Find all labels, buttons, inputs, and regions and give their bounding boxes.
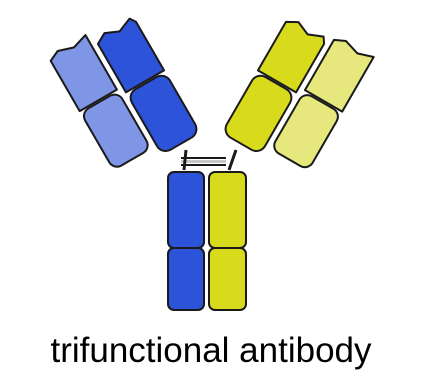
- fc-yellow-lower-domain: [209, 248, 246, 310]
- left-arm-linker: [184, 150, 186, 170]
- fc-blue-lower-domain: [168, 248, 204, 310]
- fc-yellow-chain: [209, 172, 246, 310]
- right-arm-linker: [229, 150, 236, 170]
- fc-blue-upper-domain: [168, 172, 204, 248]
- hinge-region: [181, 158, 226, 165]
- fc-blue-chain: [168, 172, 204, 310]
- diagram-caption: trifunctional antibody: [50, 331, 372, 370]
- fc-yellow-upper-domain: [209, 172, 246, 248]
